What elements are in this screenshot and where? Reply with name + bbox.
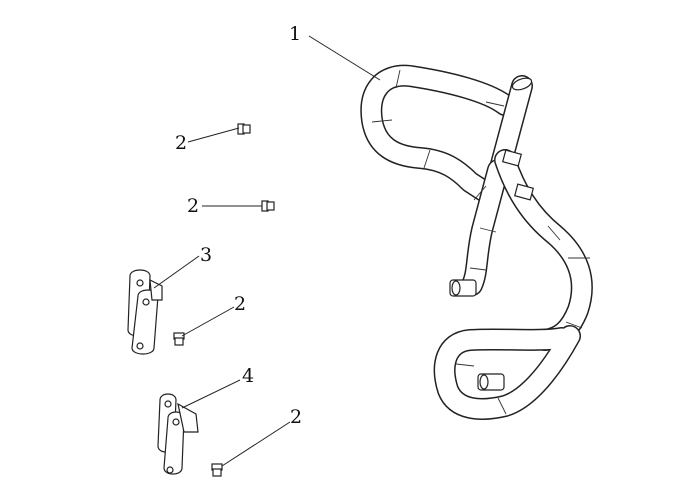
bolt-1 — [237, 123, 251, 135]
leader-2c — [181, 306, 235, 337]
callout-2-bolt-d: 2 — [290, 406, 302, 428]
callout-1: 1 — [289, 23, 301, 45]
leader-4 — [181, 379, 241, 409]
callout-4: 4 — [242, 365, 254, 387]
bracket-upper — [127, 269, 163, 355]
guard-bar — [360, 64, 593, 420]
leader-1 — [308, 35, 381, 81]
callout-2-bolt-b: 2 — [187, 195, 199, 217]
bolt-4 — [211, 463, 223, 477]
leader-2a — [187, 127, 240, 143]
bracket-lower — [157, 393, 199, 475]
leader-3 — [153, 255, 200, 289]
callout-3: 3 — [200, 244, 212, 266]
callout-2-bolt-a: 2 — [175, 132, 187, 154]
bolt-2 — [261, 200, 275, 212]
leader-2d — [221, 421, 291, 467]
bolt-3 — [173, 332, 185, 346]
callout-2-bolt-c: 2 — [234, 293, 246, 315]
